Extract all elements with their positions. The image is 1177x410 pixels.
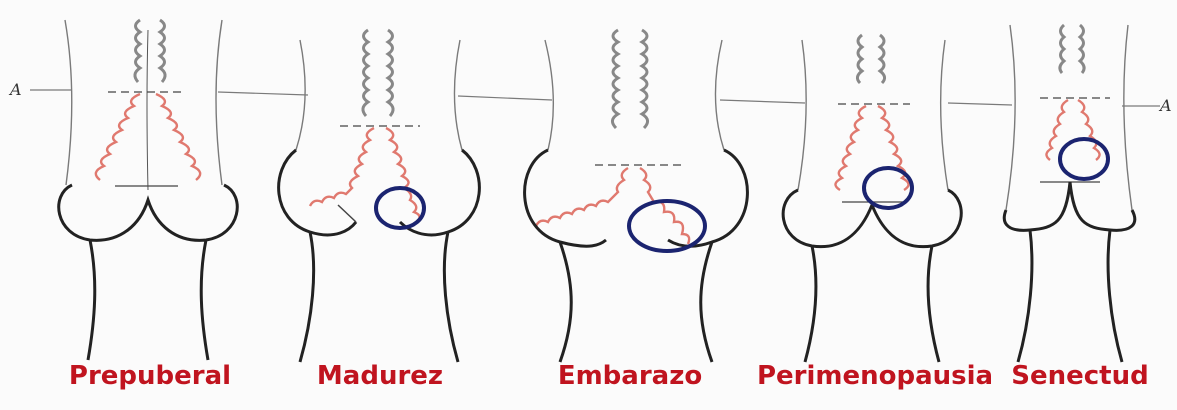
level-line	[720, 100, 805, 103]
mucosa-left	[835, 106, 866, 190]
uterine-wall-right	[454, 40, 462, 150]
level-line	[948, 103, 1012, 105]
uterine-wall-left	[65, 20, 72, 185]
endocervix-folds-left	[612, 30, 618, 128]
endocervix-folds-right	[880, 35, 885, 83]
endocervix-folds-right	[160, 20, 165, 82]
uterine-wall-right	[216, 20, 222, 185]
vaginal-fornix-outline	[279, 150, 480, 362]
stage-senectud-drawing	[948, 25, 1160, 362]
cervical-canal-line	[147, 30, 148, 190]
stage-label-perimenopausia: Perimenopausia	[755, 356, 995, 396]
uterine-wall-right	[715, 40, 724, 150]
mucosa-right	[156, 94, 200, 180]
stage-label-senectud: Senectud	[1005, 356, 1155, 396]
stage-madurez-drawing	[218, 30, 479, 362]
level-line	[458, 96, 552, 100]
uterine-wall-left	[545, 40, 553, 150]
uterine-wall-left	[798, 40, 806, 190]
mucosa-left	[96, 94, 140, 180]
vaginal-fornix-outline	[59, 185, 237, 360]
stage-prepuberal-drawing	[30, 20, 237, 360]
vaginal-fornix-outline	[525, 150, 748, 362]
highlight-circle	[1060, 139, 1108, 179]
uterine-wall-right	[941, 40, 948, 190]
endocervix-folds-right	[388, 30, 393, 116]
level-line	[218, 92, 308, 95]
mucosa-left	[310, 128, 374, 206]
vaginal-fornix-outline	[1004, 182, 1134, 362]
stage-label-embarazo: Embarazo	[550, 356, 710, 396]
mucosa-right	[1078, 100, 1100, 160]
mucosa-left	[1046, 100, 1068, 160]
vaginal-fornix-outline	[783, 190, 961, 362]
endocervix-folds-left	[363, 30, 368, 116]
stage-label-madurez: Madurez	[300, 356, 460, 396]
external-os-tick	[338, 205, 356, 222]
mucosa-right	[386, 128, 420, 222]
stage-embarazo-drawing	[458, 30, 747, 362]
endocervix-folds-left	[1060, 25, 1064, 73]
uterine-wall-left	[1006, 25, 1015, 210]
uterine-wall-right	[1124, 25, 1132, 210]
mucosa-left	[536, 168, 628, 226]
stage-perimenopausia-drawing	[720, 35, 961, 362]
reference-letter-left: A	[10, 80, 22, 99]
endocervix-folds-right	[642, 30, 648, 128]
highlight-circle	[629, 201, 705, 251]
endocervix-folds-right	[1080, 25, 1084, 73]
stage-label-prepuberal: Prepuberal	[60, 356, 240, 396]
mucosa-right	[878, 106, 909, 190]
reference-letter-right: A	[1160, 96, 1172, 115]
endocervix-folds-left	[135, 20, 140, 82]
endocervix-folds-left	[857, 35, 862, 83]
